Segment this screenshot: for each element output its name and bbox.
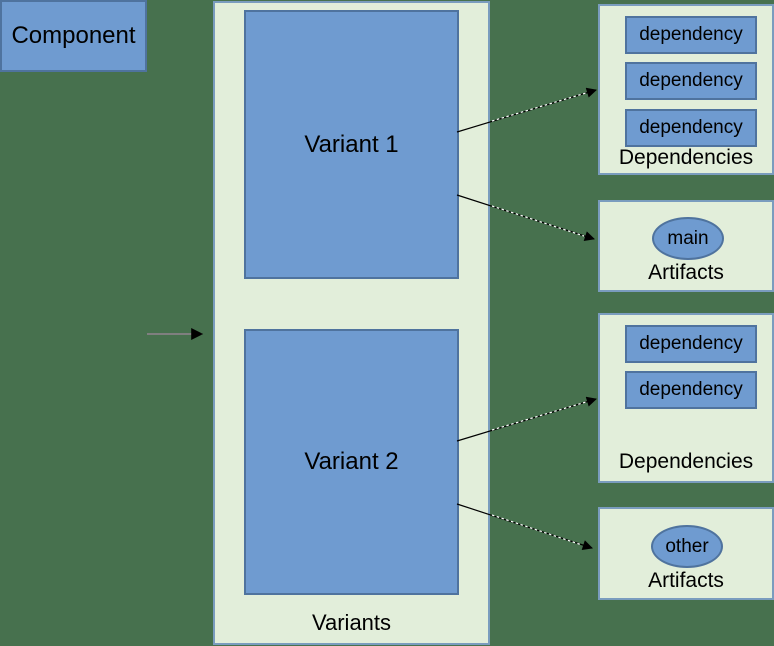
dependency-label: dependency: [639, 70, 743, 91]
variant-1-label: Variant 1: [304, 130, 399, 158]
dependencies-panel-variant1: dependency dependency dependency Depende…: [598, 4, 774, 175]
dependency-label: dependency: [639, 379, 743, 400]
variants-panel-label: Variants: [311, 609, 392, 635]
dependencies-panel-variant2: dependency dependency Dependencies: [598, 313, 774, 483]
dependency-label: dependency: [639, 24, 743, 45]
dependency-label: dependency: [639, 117, 743, 138]
arrow-variant2-to-dependencies-dash: [491, 401, 587, 431]
artifacts-panel-variant1: main Artifacts: [598, 200, 774, 292]
artifacts-panel-variant2: other Artifacts: [598, 507, 774, 600]
artifact-main-node[interactable]: main: [652, 217, 724, 260]
arrow-variant2-to-artifacts-dash: [491, 514, 583, 546]
dependency-node[interactable]: dependency: [625, 325, 757, 363]
variant-1-node[interactable]: Variant 1: [244, 10, 459, 279]
variants-panel: Variant 1 Variant 2 Variants: [213, 1, 490, 645]
dependencies-panel-label: Dependencies: [618, 145, 754, 169]
arrow-variant1-to-dependencies-dash: [491, 92, 587, 122]
artifacts-panel-label: Artifacts: [648, 568, 724, 592]
artifacts-panel-label: Artifacts: [648, 260, 724, 284]
component-node[interactable]: Component: [0, 0, 147, 72]
variant-2-label: Variant 2: [304, 448, 399, 475]
dependency-node[interactable]: dependency: [625, 109, 757, 147]
artifact-other-label: other: [665, 535, 709, 557]
variant-2-node[interactable]: Variant 2: [244, 329, 459, 595]
dependency-node[interactable]: dependency: [625, 62, 757, 100]
arrow-variant1-to-artifacts-dash: [491, 205, 585, 237]
component-label: Component: [11, 22, 136, 49]
dependency-label: dependency: [639, 333, 743, 354]
dependency-node[interactable]: dependency: [625, 16, 757, 54]
artifact-other-node[interactable]: other: [651, 525, 723, 568]
dependency-node[interactable]: dependency: [625, 371, 757, 409]
artifact-main-label: main: [667, 227, 709, 249]
dependencies-panel-label: Dependencies: [618, 449, 754, 473]
